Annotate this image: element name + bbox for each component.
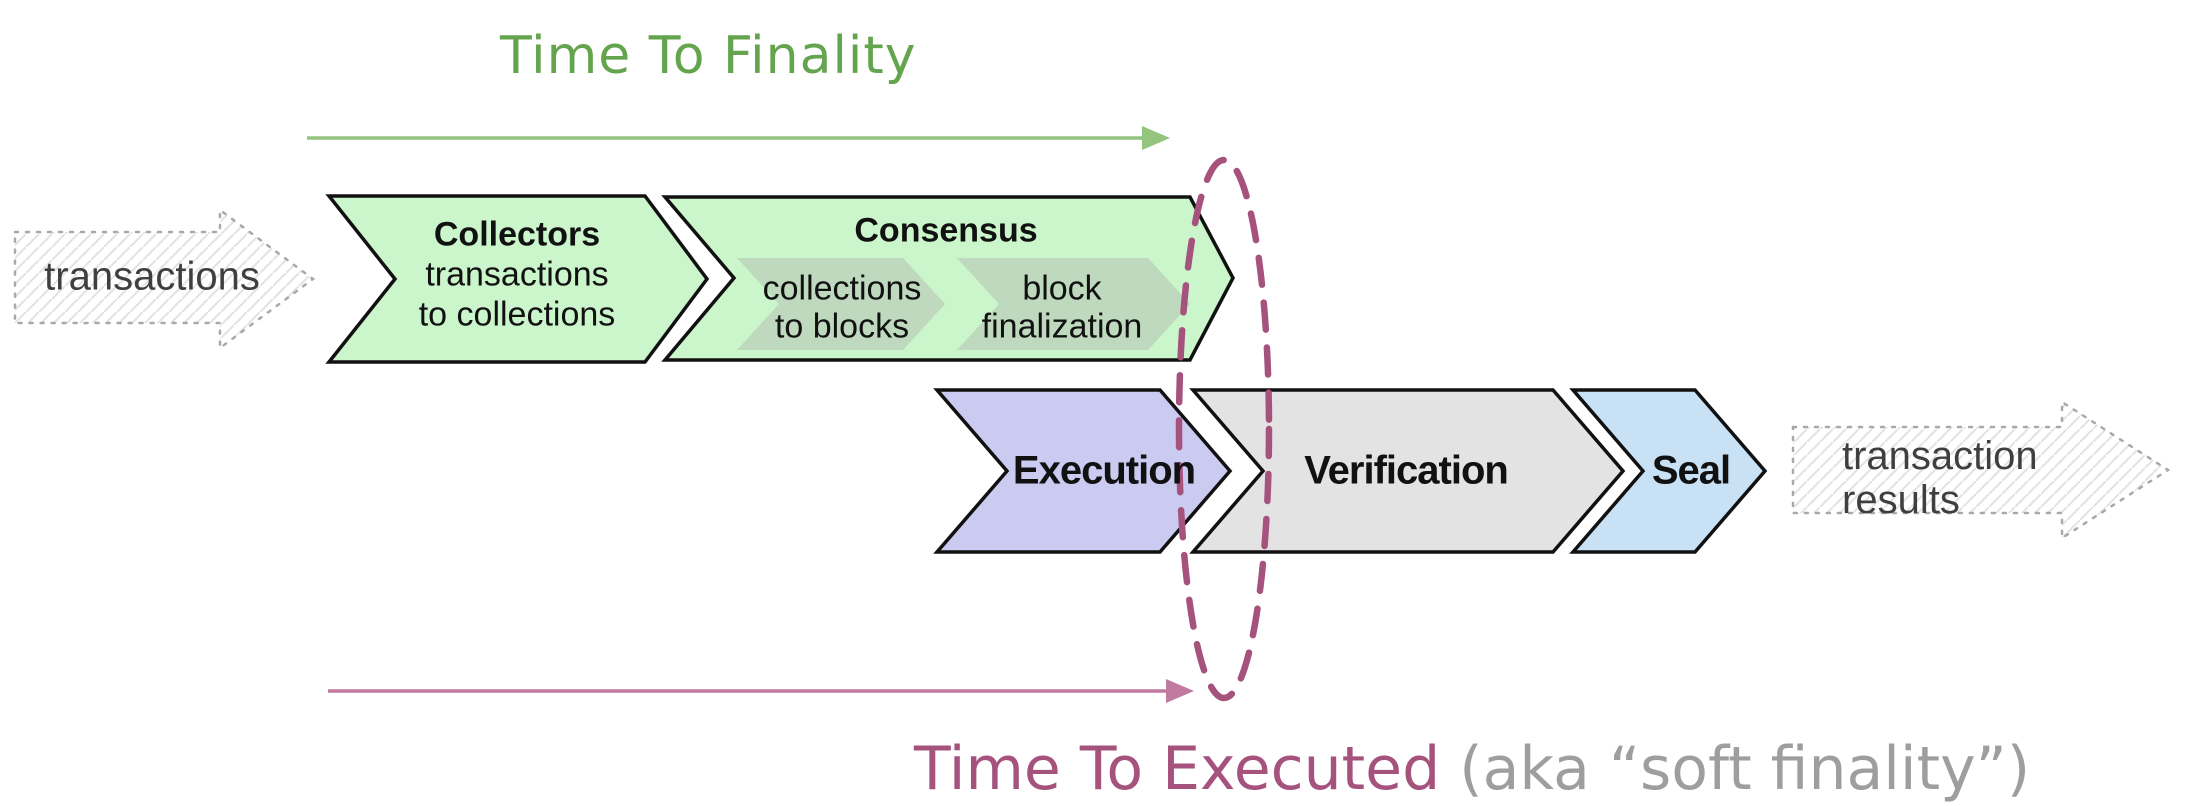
seal-label: Seal <box>1651 448 1731 493</box>
time-to-executed-caption-highlight: Time To Executed <box>914 734 1441 804</box>
transaction-results-label-line2: results <box>1842 478 1960 522</box>
execution-label: Execution <box>1012 448 1196 493</box>
executed-timeline-arrowhead-icon <box>1166 679 1194 703</box>
collections-to-blocks-subchevron <box>737 258 945 350</box>
block-finalization-label-line1: block <box>1022 269 1102 308</box>
collections-to-blocks-label-line1: collections <box>762 269 922 308</box>
time-to-executed-caption: Time To Executed (aka “soft finality”) <box>914 734 2030 804</box>
consensus-label: Consensus <box>854 211 1038 250</box>
soft-finality-caption-note: (aka “soft finality”) <box>1440 734 2031 804</box>
execution-chevron <box>933 388 1233 554</box>
seal-chevron <box>1569 388 1768 554</box>
collectors-chevron <box>325 194 710 364</box>
verification-label: Verification <box>1304 448 1509 493</box>
collectors-label-line2: transactions <box>425 255 609 294</box>
soft-finality-highlight-ellipse <box>1175 156 1273 702</box>
finality-timeline-arrowhead-icon <box>1142 126 1170 150</box>
verification-chevron <box>1189 388 1626 554</box>
transactions-input-label: transactions <box>44 254 260 299</box>
transaction-results-label-line1: transaction <box>1842 434 2038 478</box>
time-to-finality-title: Time To Finality <box>500 26 917 86</box>
transactions-input-arrow-icon <box>13 207 316 351</box>
block-finalization-label-line2: finalization <box>981 307 1143 346</box>
transaction-results-output-label: transaction results <box>1842 434 2038 522</box>
collectors-label-line3: to collections <box>418 295 616 334</box>
block-finalization-subchevron <box>957 258 1190 350</box>
transaction-results-output-arrow-icon <box>1791 399 2171 541</box>
collectors-label: Collectors <box>433 215 601 254</box>
collections-to-blocks-label-line2: to blocks <box>774 307 910 346</box>
